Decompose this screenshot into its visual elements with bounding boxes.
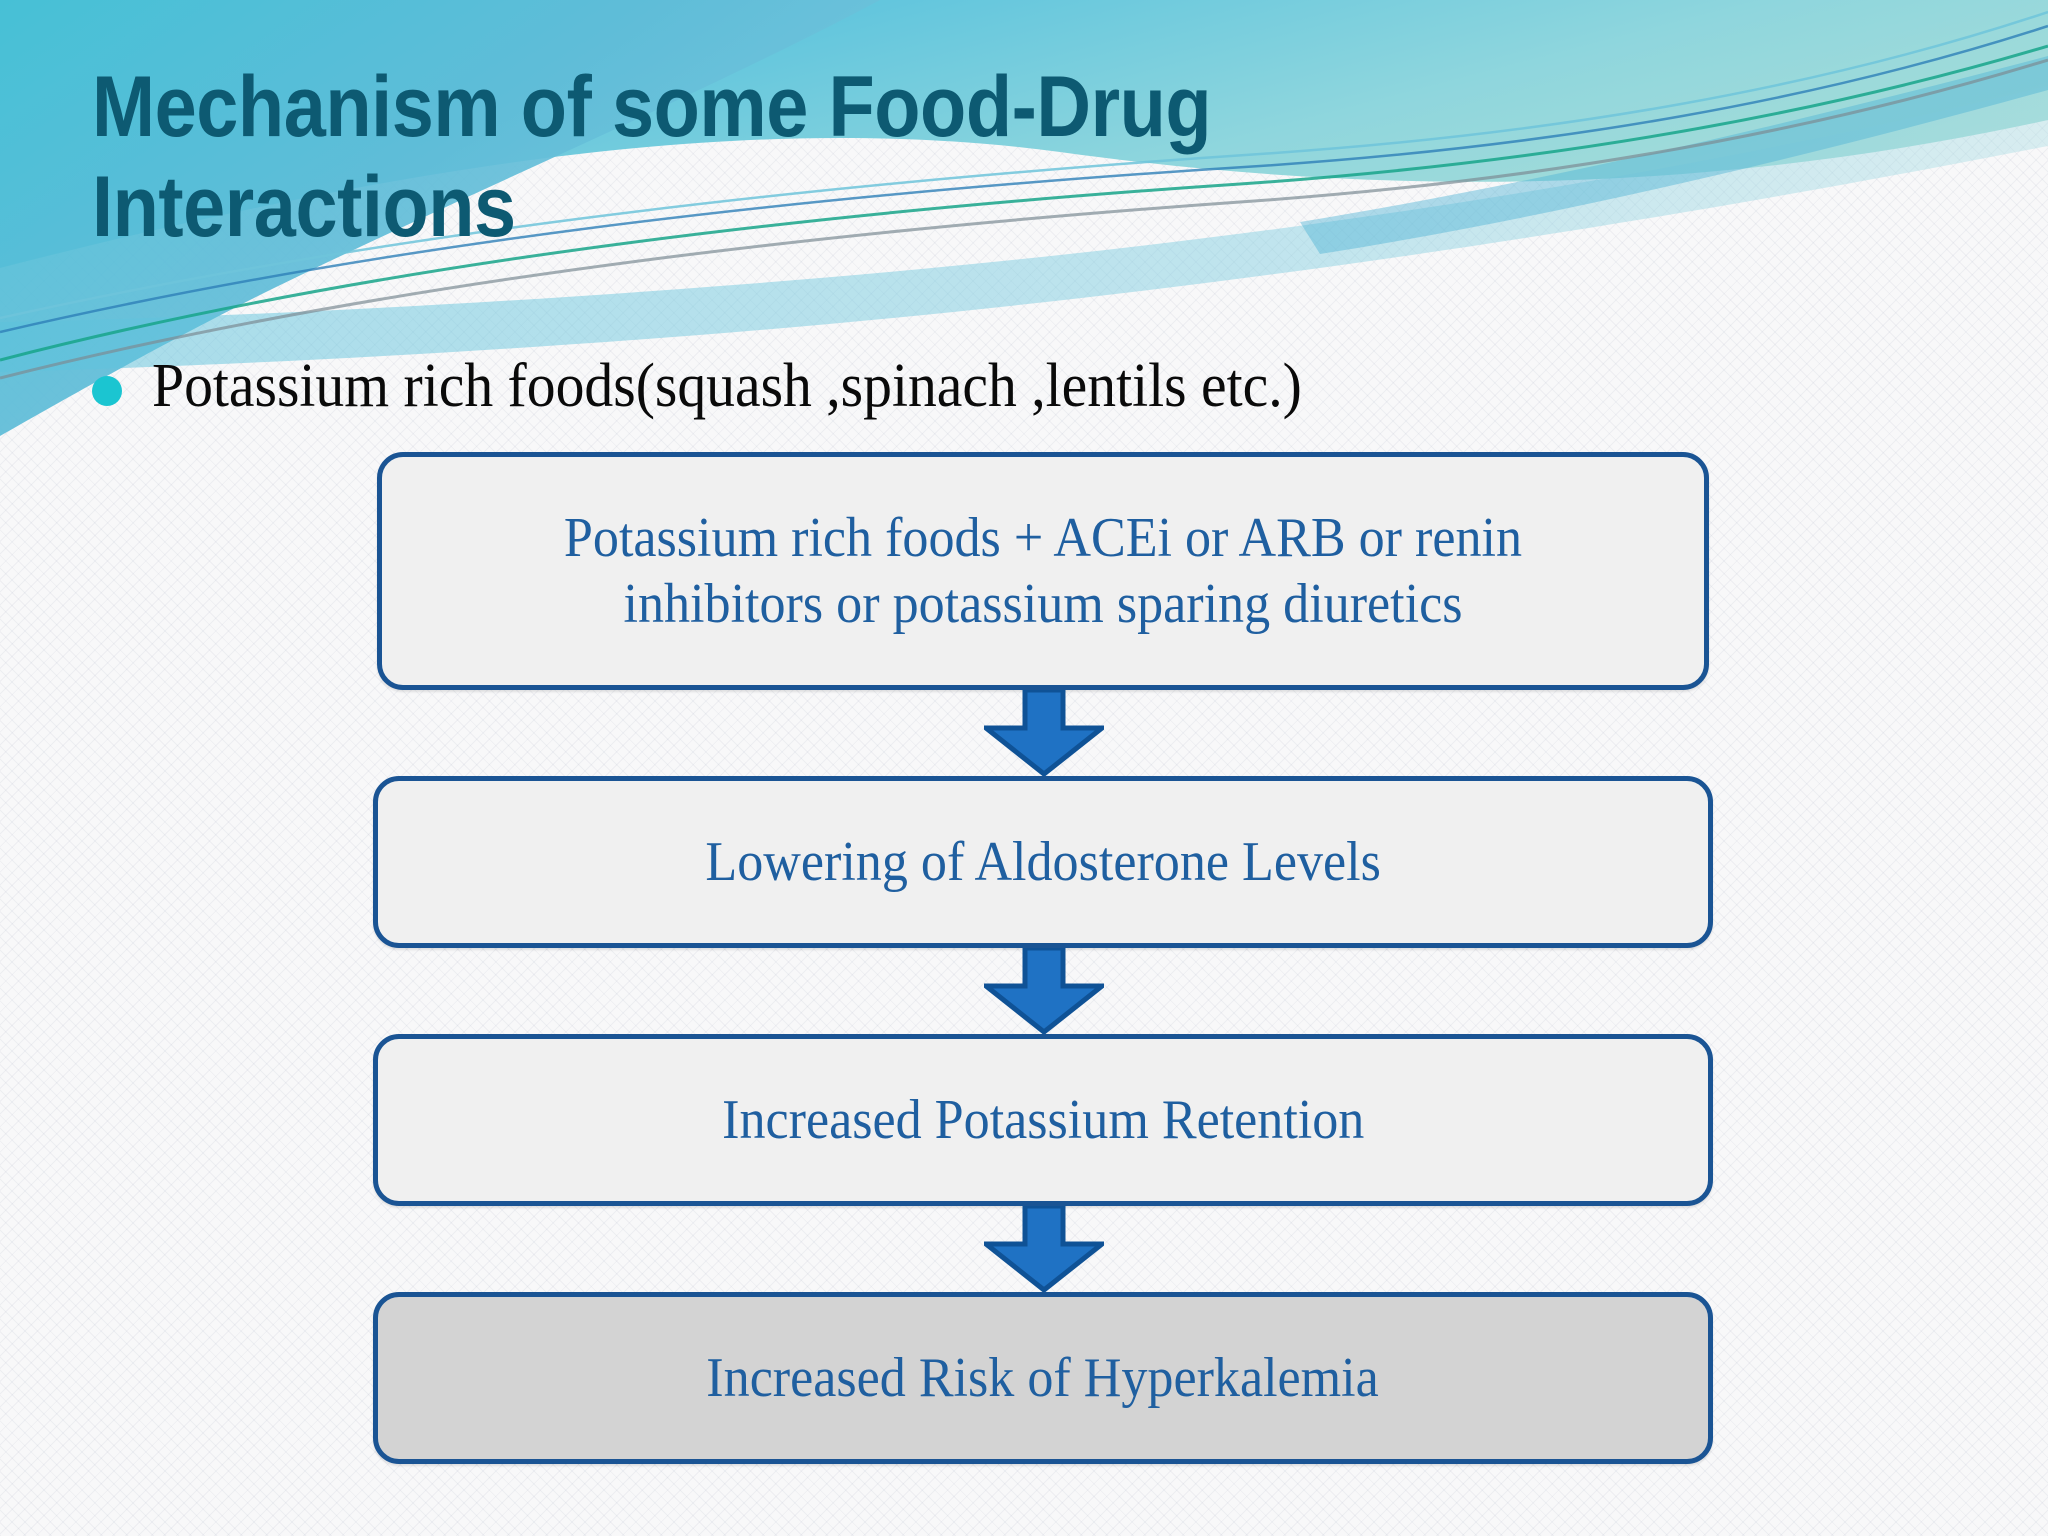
flow-node-2-label: Lowering of Aldosterone Levels	[705, 830, 1381, 893]
bullet-dot-icon	[92, 376, 122, 406]
title-block: Mechanism of some Food-Drug Interactions	[92, 58, 1732, 258]
flow-node-4[interactable]: Increased Risk of Hyperkalemia	[373, 1292, 1713, 1464]
bullet-list-item: Potassium rich foods(squash ,spinach ,le…	[92, 352, 1388, 420]
bullet-item-label: Potassium rich foods(squash ,spinach ,le…	[152, 352, 1302, 420]
flow-step-4: Increased Risk of Hyperkalemia	[373, 1292, 1713, 1464]
flow-step-1: Potassium rich foods + ACEi or ARB or re…	[373, 452, 1713, 690]
flow-step-3: Increased Potassium Retention	[373, 1034, 1713, 1206]
flow-node-2[interactable]: Lowering of Aldosterone Levels	[373, 776, 1713, 948]
flow-node-1[interactable]: Potassium rich foods + ACEi or ARB or re…	[377, 452, 1709, 690]
page-title: Mechanism of some Food-Drug Interactions	[92, 59, 1212, 255]
flow-arrow-1	[375, 690, 1713, 776]
flowchart: Potassium rich foods + ACEi or ARB or re…	[373, 452, 1713, 1464]
flow-node-3-label: Increased Potassium Retention	[721, 1088, 1365, 1151]
flow-step-2: Lowering of Aldosterone Levels	[373, 776, 1713, 948]
flow-node-1-label: Potassium rich foods + ACEi or ARB or re…	[563, 506, 1523, 635]
flow-node-3[interactable]: Increased Potassium Retention	[373, 1034, 1713, 1206]
flow-arrow-3	[375, 1206, 1713, 1292]
flow-node-4-label: Increased Risk of Hyperkalemia	[706, 1346, 1380, 1409]
flow-arrow-2	[375, 948, 1713, 1034]
